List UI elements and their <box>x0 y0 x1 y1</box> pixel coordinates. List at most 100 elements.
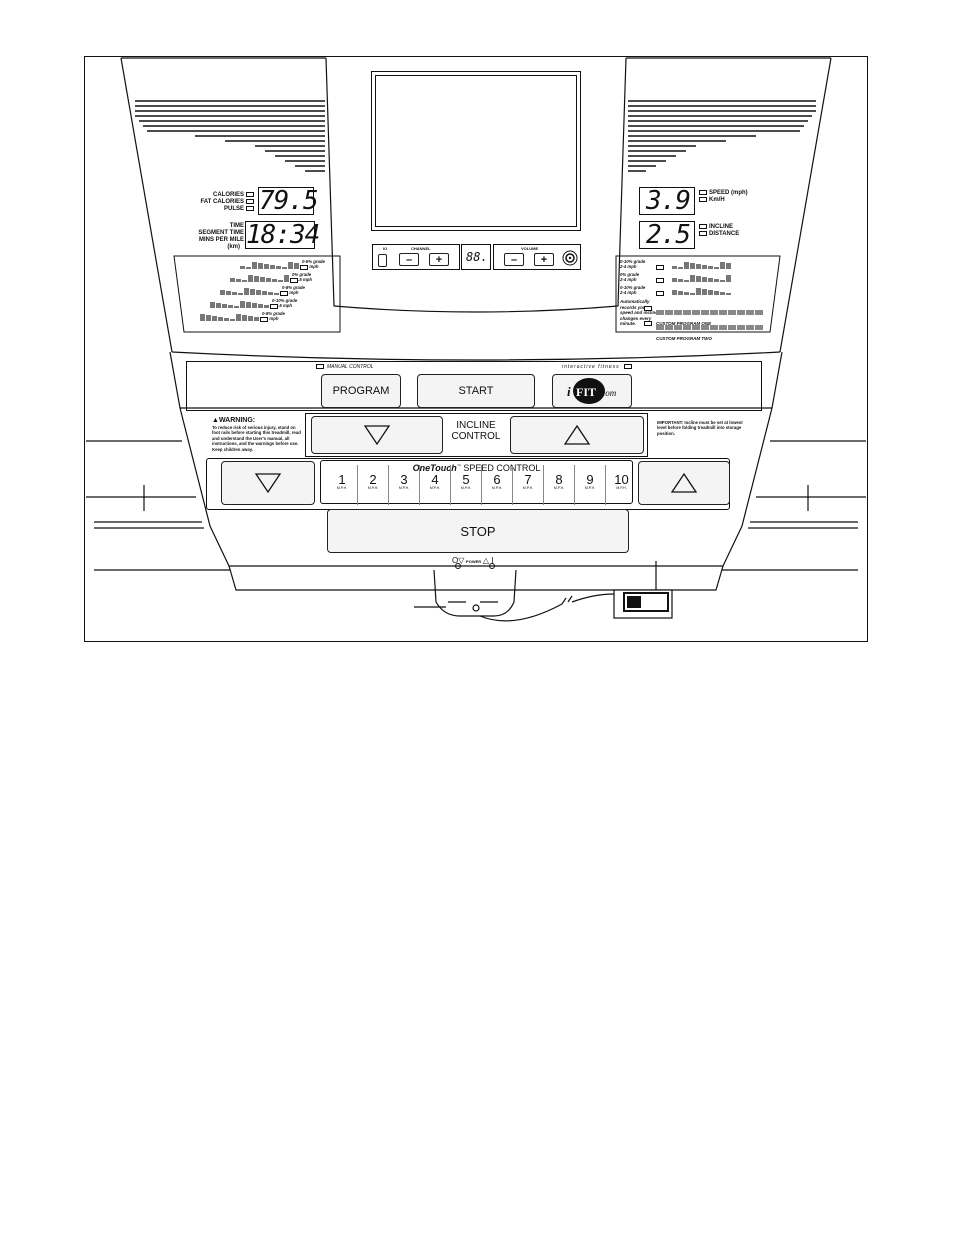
svg-text:i: i <box>567 384 571 399</box>
channel-readout: 88. <box>466 250 488 264</box>
channel-label: CHANNEL <box>411 246 431 251</box>
speed-key-unit: M.P.H. <box>336 486 348 490</box>
start-button[interactable]: START <box>417 374 535 408</box>
profile-bar <box>252 303 257 308</box>
distance-led <box>699 231 707 237</box>
profile-bar <box>714 279 719 282</box>
profile-bar <box>264 305 269 308</box>
ifit-button[interactable]: i FIT .com <box>552 374 632 408</box>
profile-bar <box>270 265 275 269</box>
time-labels: TIME SEGMENT TIME MINS PER MILE (km) <box>176 223 254 251</box>
calories-display: 79.5 <box>258 186 319 216</box>
profile-bar <box>206 315 211 321</box>
profile-bar <box>678 291 683 295</box>
custom-profile-bar <box>710 325 718 330</box>
profile-bar <box>684 292 689 295</box>
profile-bar <box>260 277 265 282</box>
channel-up-button[interactable]: + <box>429 253 449 266</box>
program-led <box>656 291 664 296</box>
program-speed: 2-4 mph <box>620 290 637 295</box>
program-grade: 0% grade <box>292 272 312 277</box>
profile-bar <box>678 279 683 282</box>
profile-bar <box>274 293 279 295</box>
profile-bar <box>690 275 695 282</box>
program-button[interactable]: PROGRAM <box>321 374 401 408</box>
speed-key-number: 6 <box>493 472 501 487</box>
program-grade: 0-8% grade <box>262 311 285 316</box>
tv-power-button[interactable] <box>378 254 387 267</box>
custom-program-two-label: CUSTOM PROGRAM TWO <box>656 336 712 341</box>
program-led <box>656 265 664 270</box>
volume-down-button[interactable]: – <box>504 253 524 266</box>
profile-bar <box>720 280 725 282</box>
speed-key-number: 5 <box>462 472 470 487</box>
custom-program-two: CUSTOM PROGRAM TWO <box>644 318 766 341</box>
incline-down-button[interactable] <box>311 416 443 454</box>
interactive-fitness-led <box>623 364 632 370</box>
profile-bar <box>234 306 239 308</box>
ifit-logo-icon: i FIT .com <box>567 378 617 404</box>
speed-down-button[interactable] <box>221 461 315 505</box>
speed-key-number: 9 <box>586 472 594 487</box>
speed-up-button[interactable] <box>638 461 730 505</box>
custom-profile-bar <box>656 325 664 330</box>
profile-bar <box>230 278 235 282</box>
program-led <box>270 304 278 309</box>
onetouch-title: OneTouch™ SPEED CONTROL <box>412 463 541 473</box>
triangle-up-icon <box>670 472 698 493</box>
profile-bar <box>248 275 253 282</box>
svg-text:.com: .com <box>599 388 617 398</box>
custom-profile-bar <box>755 325 763 330</box>
fat-calories-label: FAT CALORIES <box>200 199 244 206</box>
profile-bar <box>264 264 269 269</box>
program-profile <box>230 275 289 282</box>
speed-key-number: 3 <box>400 472 408 487</box>
speed-key-unit: M.P.H. <box>491 486 503 490</box>
incline-label: INCLINE <box>709 224 733 231</box>
custom-profile-bar <box>737 325 745 330</box>
incline-up-button[interactable] <box>510 416 644 454</box>
stop-button[interactable]: STOP <box>327 509 629 553</box>
program-profile <box>200 314 259 321</box>
tv-screen <box>375 75 577 227</box>
custom-program-one: CUSTOM PROGRAM ONE <box>644 303 766 326</box>
speed-key-number: 10 <box>614 472 629 487</box>
profile-bar <box>212 316 217 321</box>
console-outline <box>86 57 866 622</box>
volume-up-button[interactable]: + <box>534 253 554 266</box>
interactive-fitness-label: interactive fitness <box>562 364 632 370</box>
program-led <box>290 278 298 283</box>
custom-profile-bar <box>719 325 727 330</box>
speed-key-unit: M.P.H. <box>460 486 472 490</box>
profile-bar <box>720 262 725 269</box>
incline-led <box>699 224 707 229</box>
profile-bar <box>256 290 261 295</box>
channel-down-button[interactable]: – <box>399 253 419 266</box>
profile-bar <box>690 293 695 295</box>
profile-bar <box>240 266 245 269</box>
profile-bar <box>238 293 243 295</box>
profile-bar <box>702 277 707 282</box>
custom-profile-bar <box>728 310 736 315</box>
